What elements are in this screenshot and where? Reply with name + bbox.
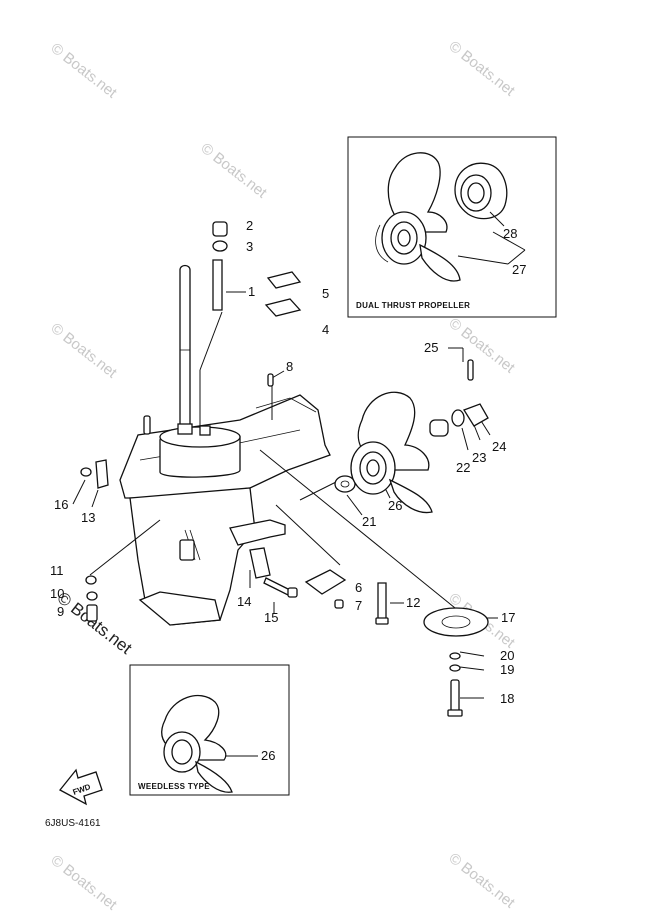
watermark: © Boats.net xyxy=(48,852,121,913)
small-parts xyxy=(80,221,489,717)
callout-7: 7 xyxy=(355,598,362,613)
callout-21: 21 xyxy=(362,514,376,529)
callout-15: 15 xyxy=(264,610,278,625)
callout-12: 12 xyxy=(406,595,420,610)
lower-unit-casing xyxy=(119,259,331,626)
watermark: © Boats.net xyxy=(446,315,519,377)
callout-27: 27 xyxy=(512,262,526,277)
watermark: © Boats.net xyxy=(48,320,121,382)
watermark: © Boats.net xyxy=(48,40,121,102)
callout-2: 2 xyxy=(246,218,253,233)
diagram-code: 6J8US-4161 xyxy=(45,818,101,829)
callout-4: 4 xyxy=(322,322,329,337)
fwd-arrow-icon: FWD xyxy=(59,768,103,806)
callout-5: 5 xyxy=(322,286,329,301)
dual-thrust-label: DUAL THRUST PROPELLER xyxy=(356,301,470,310)
callout-10: 10 xyxy=(50,586,64,601)
weedless-inset: 26 WEEDLESS TYPE xyxy=(129,664,290,796)
watermark: © Boats.net xyxy=(198,140,271,202)
callout-22: 22 xyxy=(456,460,470,475)
hub-part-28 xyxy=(454,162,508,220)
dual-thrust-inset: 28 27 DUAL THRUST PROPELLER xyxy=(347,136,557,318)
callout-17: 17 xyxy=(501,610,515,625)
dual-thrust-propeller-illustration xyxy=(375,152,461,282)
callout-24: 24 xyxy=(492,439,506,454)
callout-26-weedless: 26 xyxy=(261,748,275,763)
callout-26: 26 xyxy=(388,498,402,513)
callout-9: 9 xyxy=(57,604,64,619)
callout-14: 14 xyxy=(237,594,251,609)
callout-19: 19 xyxy=(500,662,514,677)
callout-layer: 1 2 3 4 5 6 7 8 9 10 11 12 13 14 15 16 1… xyxy=(50,218,515,706)
callout-13: 13 xyxy=(81,510,95,525)
callout-1: 1 xyxy=(248,284,255,299)
watermark: © Boats.net xyxy=(446,850,519,912)
callout-3: 3 xyxy=(246,239,253,254)
callout-20: 20 xyxy=(500,648,514,663)
callout-28: 28 xyxy=(503,226,517,241)
callout-18: 18 xyxy=(500,691,514,706)
watermark: © Boats.net xyxy=(446,38,519,100)
watermark-layer: © Boats.net © Boats.net © Boats.net © Bo… xyxy=(48,38,519,913)
callout-11: 11 xyxy=(50,563,64,578)
callout-16: 16 xyxy=(54,497,68,512)
callout-6: 6 xyxy=(355,580,362,595)
weedless-label: WEEDLESS TYPE xyxy=(138,782,210,791)
callout-25: 25 xyxy=(424,340,438,355)
callout-8: 8 xyxy=(286,359,293,374)
main-propeller xyxy=(350,391,433,514)
callout-23: 23 xyxy=(472,450,486,465)
